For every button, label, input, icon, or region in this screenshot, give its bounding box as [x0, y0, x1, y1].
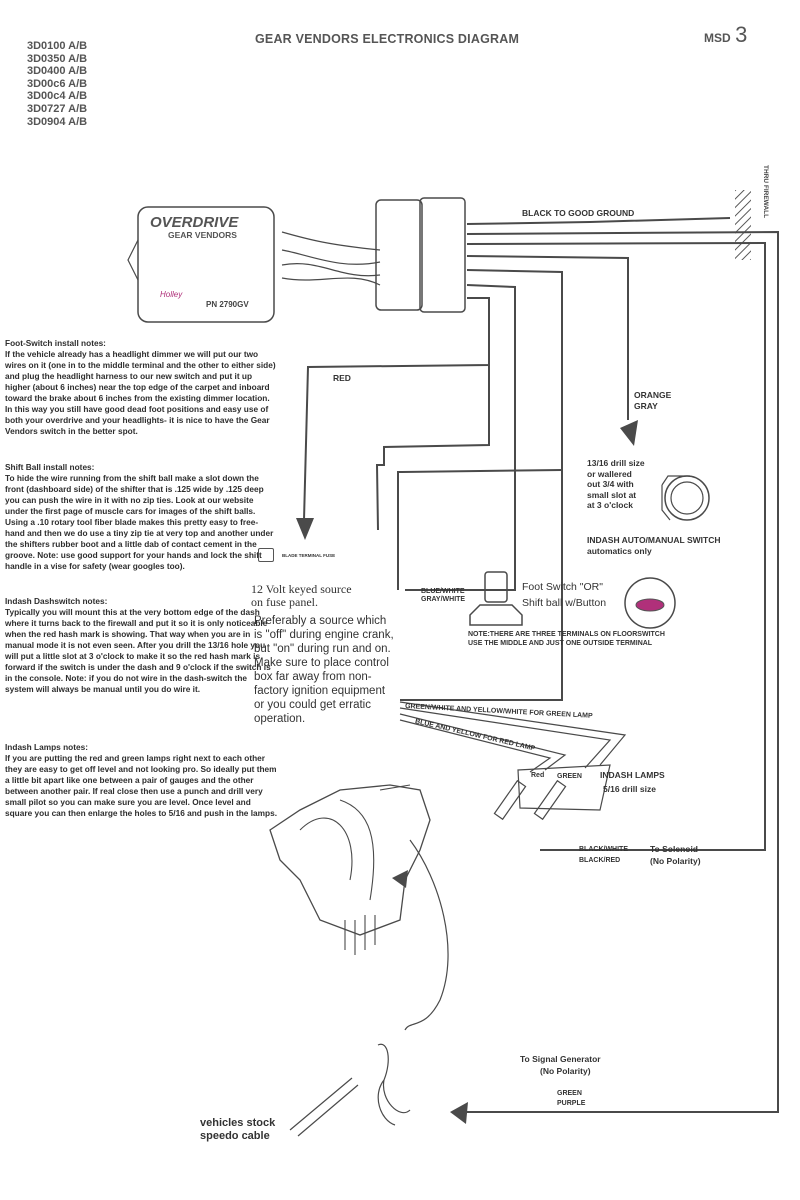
part-number: 3D00c4 A/B	[27, 90, 88, 103]
part-number: 3D0400 A/B	[27, 65, 88, 78]
dash-switch-drill-note: 13/16 drill size or wallered out 3/4 wit…	[587, 458, 645, 511]
part-number: 3D0350 A/B	[27, 52, 88, 65]
drill-line: or wallered	[587, 468, 632, 479]
transmission	[269, 784, 431, 936]
wire-signal-generator	[460, 230, 779, 1113]
note-title: Foot-Switch install notes:	[5, 338, 106, 348]
wire-black-ground	[466, 217, 731, 225]
label-gray: GRAY	[634, 401, 658, 411]
label-green: GREEN	[557, 1090, 582, 1097]
note-text: Typically you will mount this at the ver…	[5, 607, 271, 694]
holley-logo: Holley	[160, 290, 183, 299]
drill-line: small slot at	[587, 489, 637, 500]
arrow-orange	[620, 420, 638, 446]
label-fuse-source-1: 12 Volt keyed source	[251, 582, 352, 596]
green-lamp	[533, 779, 567, 821]
drill-line: at 3 o'clock	[587, 500, 633, 510]
part-number: 3D0904 A/B	[27, 115, 88, 128]
label-fuse-source-2: on fuse panel.	[251, 595, 318, 609]
label-foot-switch: Foot Switch "OR"	[522, 581, 603, 593]
label-signal-generator: To Signal Generator	[520, 1054, 601, 1064]
fuse-tap-icon	[258, 548, 274, 562]
wire-blue-white	[375, 365, 490, 531]
indash-lamps-notes: Indash Lamps notes: If you are putting t…	[5, 742, 277, 819]
part-number: 3D0100 A/B	[27, 40, 88, 52]
wire-solenoid	[466, 241, 766, 851]
shift-ball-notes: Shift Ball install notes: To hide the wi…	[5, 462, 277, 572]
label-solenoid-polarity: (No Polarity)	[650, 856, 701, 866]
label-signal-polarity: (No Polarity)	[540, 1066, 591, 1076]
note-text: If you are putting the red and green lam…	[5, 753, 278, 818]
stock-speedo-cable	[289, 1077, 359, 1137]
note-title: Shift Ball install notes:	[5, 462, 95, 472]
note-title: Indash Lamps notes:	[5, 742, 88, 752]
label-lamp-green: GREEN	[557, 773, 582, 780]
wire-harness	[281, 231, 381, 286]
part-number: 3D0727 A/B	[27, 102, 88, 115]
signal-generator	[377, 1043, 411, 1126]
label-dash-switch-sub: automatics only	[587, 546, 652, 556]
control-box-brand: OVERDRIVE	[150, 214, 239, 231]
label-orange: ORANGE	[634, 390, 672, 400]
label-to-solenoid: To Solenoid	[650, 844, 699, 854]
drill-line: out 3/4 with	[587, 479, 634, 489]
terminal-note-1: NOTE:THERE ARE THREE TERMINALS ON FLOORS…	[468, 631, 665, 638]
wire-switch	[405, 284, 516, 591]
label-shift-ball: Shift ball w/Button	[522, 597, 607, 609]
note-text: If the vehicle already has a headlight d…	[5, 349, 276, 436]
wire-orange-gray	[466, 255, 629, 420]
speedo-line-1: vehicles stock	[200, 1117, 276, 1129]
foot-switch-notes: Foot-Switch install notes: If the vehicl…	[5, 338, 277, 437]
label-dash-switch: INDASH AUTO/MANUAL SWITCH	[587, 535, 721, 545]
mount-tab	[127, 239, 139, 281]
part-number: 3D00c6 A/B	[27, 77, 88, 90]
note-title: Indash Dashswitch notes:	[5, 596, 108, 606]
msd-label: MSD	[704, 31, 731, 45]
arrow-solenoid	[392, 870, 408, 888]
lamp-wire-bundle	[399, 701, 627, 773]
page-number: MSD 3	[704, 22, 747, 48]
label-lamp-drill: 5/16 drill size	[603, 784, 656, 794]
firewall	[735, 190, 751, 260]
drill-line: 13/16 drill size	[587, 458, 645, 468]
dashswitch-notes: Indash Dashswitch notes: Typically you w…	[5, 596, 277, 695]
speedo-cable	[404, 839, 449, 1031]
fuse-source-note: Preferably a source which is "off" durin…	[254, 615, 394, 725]
label-lamp-red: Red	[531, 772, 545, 779]
shift-ball	[624, 577, 676, 629]
connector-right	[419, 197, 466, 313]
label-gray-white: GRAY/WHITE	[421, 596, 466, 603]
msd-number: 3	[735, 22, 748, 47]
control-box-subbrand: GEAR VENDORS	[168, 230, 237, 240]
part-number-list: 3D0100 A/B 3D0350 A/B 3D0400 A/B 3D00c6 …	[27, 40, 87, 128]
control-box	[137, 206, 275, 323]
arrow-red	[296, 518, 314, 540]
label-indash-lamps: INDASH LAMPS	[600, 770, 665, 780]
wire-gray-white	[397, 469, 563, 590]
label-fuse-tap: BLADE TERMINAL FUSE	[282, 553, 336, 558]
label-red: RED	[333, 373, 351, 383]
label-purple: PURPLE	[557, 1100, 586, 1107]
connector-left	[375, 199, 423, 311]
foot-switch-body	[484, 571, 508, 603]
diagram-title: GEAR VENDORS ELECTRONICS DIAGRAM	[255, 32, 520, 46]
label-black-white: BLACK/WHITE	[579, 846, 628, 853]
control-box-part-number: PN 2790GV	[206, 300, 249, 309]
note-text: To hide the wire running from the shift …	[5, 473, 274, 571]
label-speedo-cable: vehicles stock speedo cable	[200, 1117, 275, 1143]
label-blue-white: BLUE/WHITE	[421, 588, 465, 595]
wire-red	[303, 297, 490, 521]
label-black-red: BLACK/RED	[579, 857, 621, 864]
label-firewall: THRU FIREWALL	[762, 165, 769, 219]
speedo-line-2: speedo cable	[200, 1130, 270, 1142]
red-lamp	[493, 779, 527, 821]
terminal-note-2: USE THE MIDDLE AND JUST ONE OUTSIDE TERM…	[468, 640, 653, 647]
arrow-signal	[450, 1102, 468, 1124]
label-black-ground: BLACK TO GOOD GROUND	[522, 208, 635, 218]
wire-lamps	[400, 269, 563, 701]
